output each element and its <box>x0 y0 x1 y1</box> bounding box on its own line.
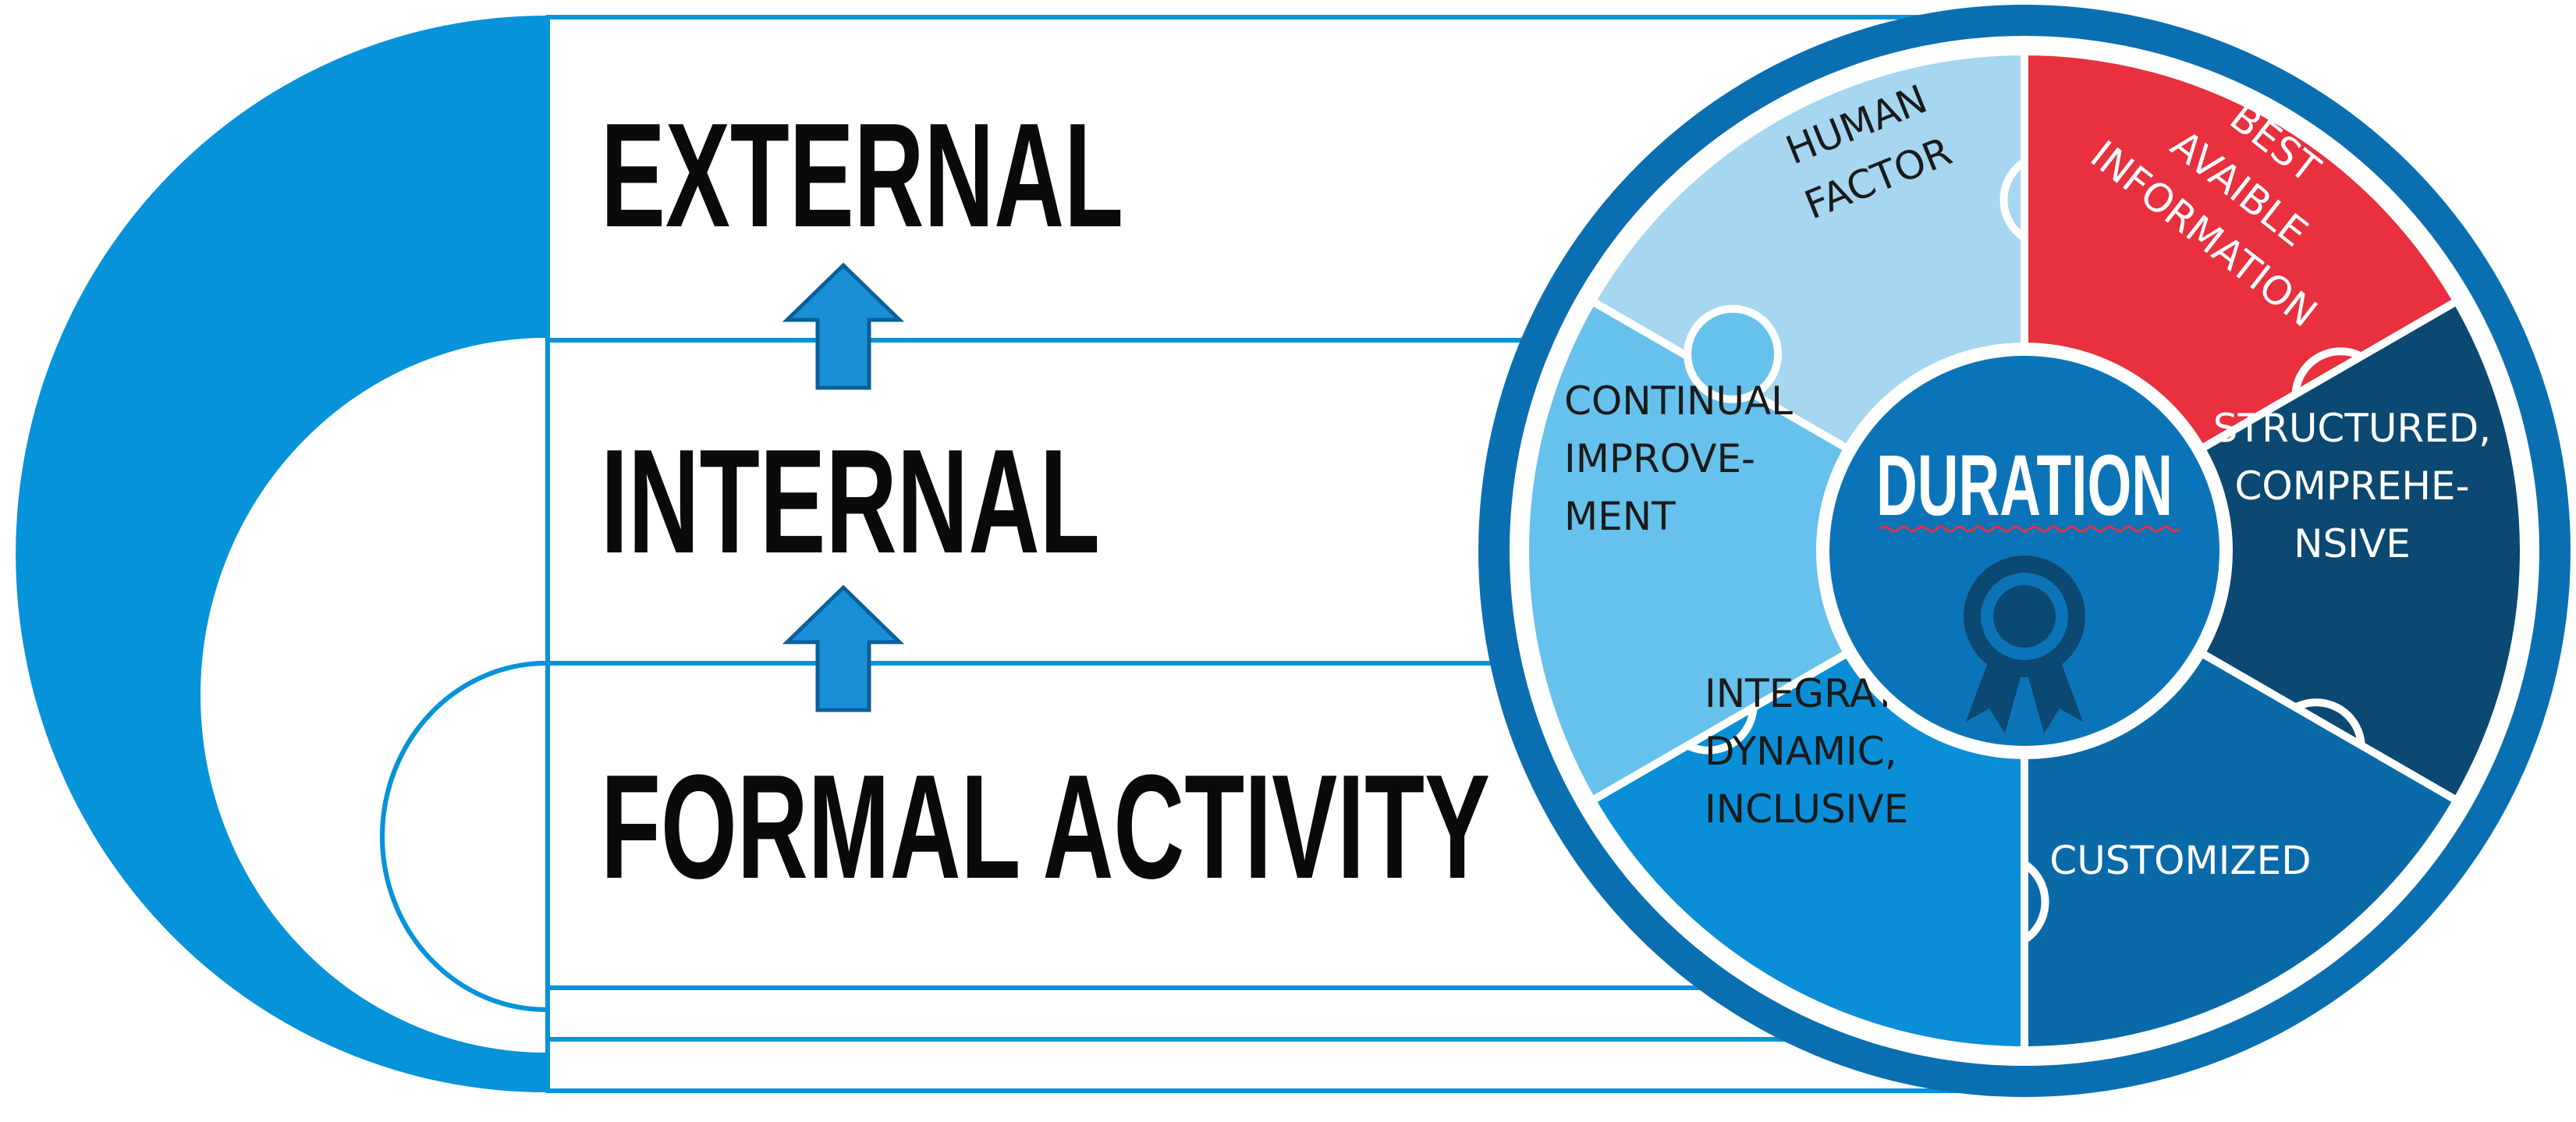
middle-arc-line <box>200 338 547 1053</box>
arrow-up-icon <box>782 584 905 712</box>
puzzle-label-line: CUSTOMIZED <box>2049 838 2311 883</box>
award-ribbon-icon <box>1964 556 2085 733</box>
puzzle-label-line: IMPROVE- <box>1564 436 1755 481</box>
puzzle-label-customized: CUSTOMIZED <box>2049 838 2311 883</box>
puzzle-label-line: INCLUSIVE <box>1705 786 1908 832</box>
puzzle-label-line: CONTINUAL <box>1564 378 1793 424</box>
puzzle-label-structured: STRUCTURED, COMPREHE- NSIVE <box>2213 406 2491 566</box>
puzzle-label-continual: CONTINUAL IMPROVE- MENT <box>1564 378 1793 539</box>
puzzle-label-line: STRUCTURED, <box>2213 406 2491 451</box>
puzzle-label-line: NSIVE <box>2294 521 2411 566</box>
puzzle-label-line: COMPREHE- <box>2234 463 2469 509</box>
middle-arc-outline <box>203 340 546 1050</box>
inner-arc-line <box>380 661 547 1012</box>
level-internal-label: INTERNAL <box>601 419 1100 584</box>
puzzle-label-line: DYNAMIC, <box>1705 729 1897 774</box>
puzzle-label-line: MENT <box>1564 494 1676 539</box>
level-formal-label: FORMAL ACTIVITY <box>601 744 1490 910</box>
puzzle-knob-continual <box>1684 304 1783 403</box>
center-title-underline <box>1879 525 2181 533</box>
arrow-up-icon <box>782 262 905 390</box>
wheel-center <box>1829 356 2219 746</box>
level-external-label: EXTERNAL <box>601 93 1123 258</box>
center-title: DURATION <box>1876 438 2173 534</box>
